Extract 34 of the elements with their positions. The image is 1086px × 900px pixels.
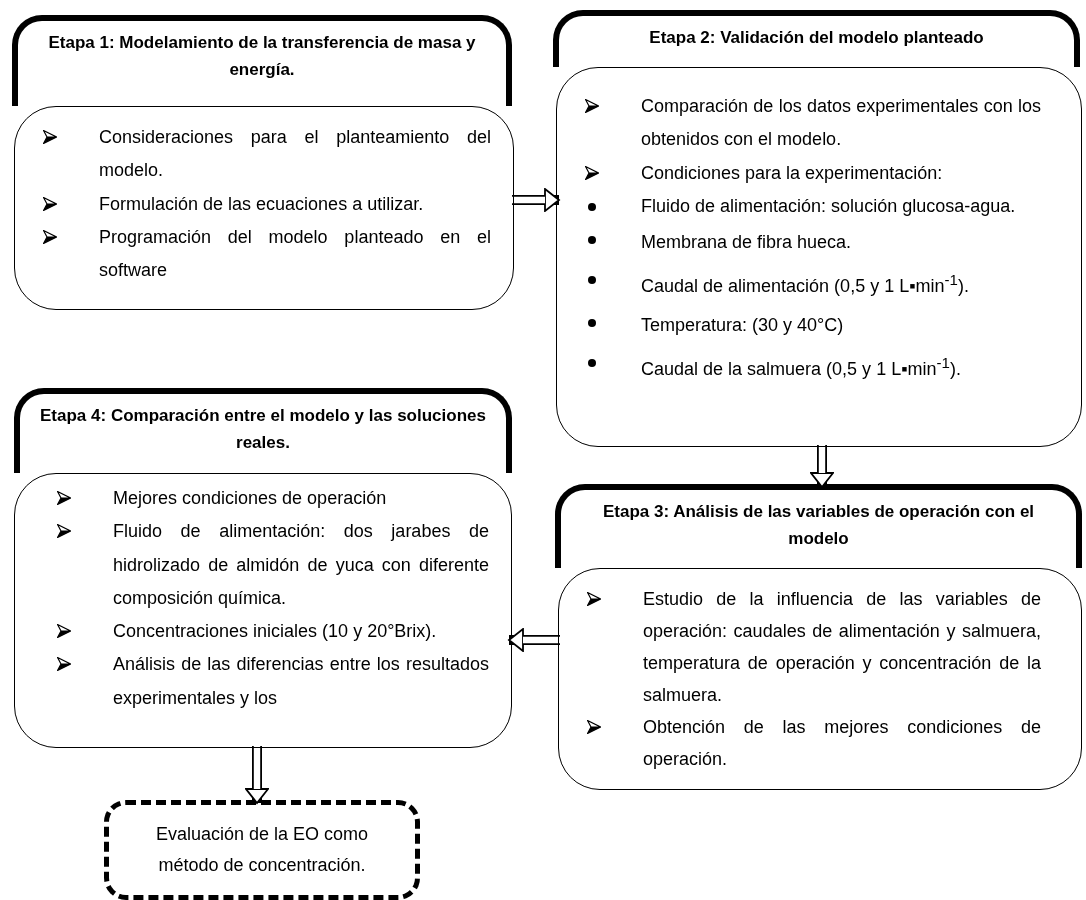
- stage-content-box: [556, 67, 1082, 447]
- stage-title: Etapa 2: Validación del modelo planteado: [648, 27, 985, 49]
- stage-content-box: [14, 473, 512, 748]
- stage-header-box: [14, 388, 512, 473]
- bullet-text: Programación del modelo planteado en el software: [99, 225, 491, 283]
- bullet-text: Condiciones para la experimentación:: [641, 161, 944, 185]
- bullet-text: Fluido de alimentación: solución glucosa-agua.: [641, 194, 1017, 218]
- stage-content-box: [558, 568, 1082, 790]
- bullet-text: Temperatura: (30 y 40°C): [641, 314, 845, 338]
- stage-header-box: [555, 484, 1082, 568]
- bullet-text: Caudal de alimentación (0,5 y 1 L▪min$^{-1}$).: [641, 269, 970, 298]
- bullet-text: Estudio de la influencia de las variables de operación: caudales de alimentación y salmuera, temperatura de operación y concentración de la salmuera.: [643, 588, 1041, 708]
- bullet-text: Mejores condiciones de operación: [113, 487, 388, 510]
- block-arrow: [512, 188, 560, 212]
- bullet-text: Caudal de la salmuera (0,5 y 1 L▪min$^{-1}$).: [641, 352, 962, 381]
- stage-title: Etapa 4: Comparación entre el modelo y las soluciones reales.: [39, 405, 487, 455]
- result-box: [104, 800, 420, 900]
- stage-content-box: [14, 106, 514, 310]
- bullet-text: Formulación de las ecuaciones a utilizar.: [99, 192, 425, 216]
- block-arrow: [508, 628, 560, 652]
- stage-header-box: [553, 10, 1080, 67]
- bullet-text: Fluido de alimentación: dos jarabes de hidrolizado de almidón de yuca con diferente composición química.: [113, 520, 489, 610]
- stage-title: Etapa 3: Análisis de las variables de operación con el modelo: [601, 501, 1036, 551]
- bullet-text: Consideraciones para el planteamiento del modelo.: [99, 126, 491, 183]
- bullet-text: Concentraciones iniciales (10 y 20°Brix).: [113, 620, 438, 644]
- stage-title: Etapa 1: Modelamiento de la transferencia de masa y energía.: [47, 32, 477, 82]
- bullet-text: Comparación de los datos experimentales con los obtenidos con el modelo.: [641, 95, 1041, 152]
- block-arrow: [810, 445, 834, 488]
- result-text: Evaluación de la EO como método de concentración.: [154, 823, 370, 877]
- bullet-text: Análisis de las diferencias entre los resultados experimentales y los: [113, 653, 489, 710]
- bullet-text: Obtención de las mejores condiciones de operación.: [643, 716, 1041, 772]
- block-arrow: [245, 746, 269, 804]
- stage-header-box: [12, 15, 512, 106]
- bullet-text: Membrana de fibra hueca.: [641, 231, 853, 255]
